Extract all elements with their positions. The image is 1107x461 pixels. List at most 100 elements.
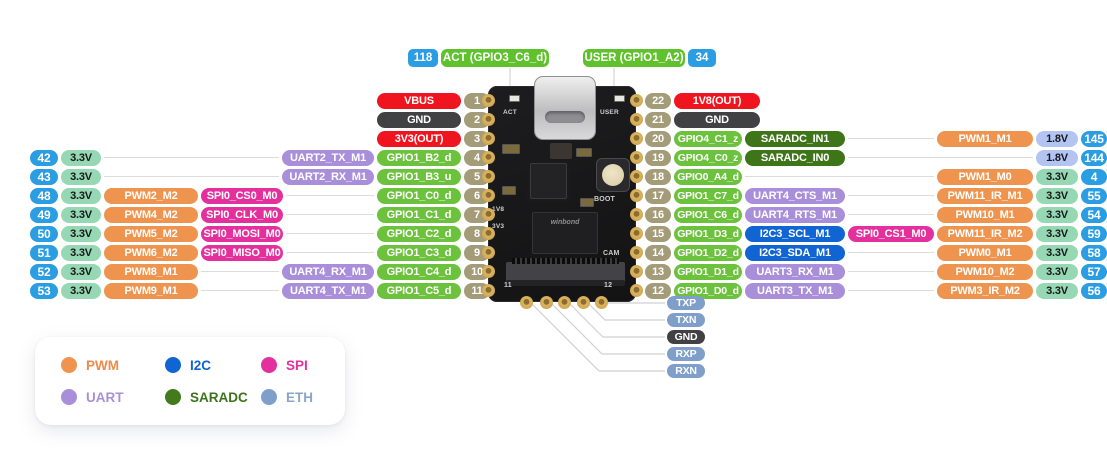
pin-row: 22 1V8(OUT) bbox=[645, 92, 1107, 109]
pin-number-badge: 13 bbox=[645, 263, 671, 280]
eth-badge: RXN bbox=[667, 364, 705, 378]
voltage-badge: 3.3V bbox=[61, 282, 101, 299]
voltage-badge: 3.3V bbox=[61, 187, 101, 204]
board-pad bbox=[629, 226, 643, 240]
pwm-color-dot-icon bbox=[61, 357, 77, 373]
header-pin-badge: 55 bbox=[1081, 187, 1107, 204]
pin-row: 52 3.3V PWM8_M1 UART4_RX_M1 GPIO1_C4_d 1… bbox=[30, 263, 490, 280]
legend-item-saradc: SARADC bbox=[165, 389, 261, 405]
header-pin-badge: 54 bbox=[1081, 206, 1107, 223]
spi-badge: SPI0_MOSI_M0 bbox=[201, 225, 283, 242]
connector-line bbox=[848, 271, 934, 272]
board-pad bbox=[576, 295, 590, 309]
connector-line bbox=[201, 290, 279, 291]
uart-badge: UART3_TX_M1 bbox=[745, 282, 845, 299]
header-pin-badge: 48 bbox=[30, 187, 58, 204]
pin-row: 51 3.3V PWM6_M2 SPI0_MISO_M0 GPIO1_C3_d … bbox=[30, 244, 490, 261]
header-pin-badge: 42 bbox=[30, 149, 58, 166]
header-pin-badge: 43 bbox=[30, 168, 58, 185]
legend-label: I2C bbox=[190, 357, 212, 373]
gpio-badge: GPIO1_C4_d bbox=[377, 263, 461, 280]
spi-color-dot-icon bbox=[261, 357, 277, 373]
gpio-badge: GPIO1_B2_d bbox=[377, 149, 461, 166]
pin-row: 43 3.3V UART2_RX_M1 GPIO1_B3_u 5 bbox=[30, 168, 490, 185]
header-pin-badge: 56 bbox=[1081, 282, 1107, 299]
gpio-badge: GPIO1_D1_d bbox=[674, 263, 742, 280]
voltage-badge: 3.3V bbox=[61, 168, 101, 185]
voltage-badge: 3.3V bbox=[1036, 282, 1078, 299]
cam-silkscreen-label: CAM bbox=[603, 250, 620, 257]
uart-badge: UART4_RX_M1 bbox=[282, 263, 374, 280]
flash-chip: winbond bbox=[532, 212, 598, 254]
power-badge: 3V3(OUT) bbox=[377, 130, 461, 147]
uart-badge: UART2_TX_M1 bbox=[282, 149, 374, 166]
voltage-badge: 3.3V bbox=[1036, 225, 1078, 242]
voltage-badge: 3.3V bbox=[61, 263, 101, 280]
connector-line bbox=[104, 157, 279, 158]
pin-number-badge: 15 bbox=[645, 225, 671, 242]
header-pin-badge: 58 bbox=[1081, 244, 1107, 261]
saradc-color-dot-icon bbox=[165, 389, 181, 405]
pwm-badge: PWM1_M0 bbox=[937, 168, 1033, 185]
voltage-badge: 3.3V bbox=[61, 244, 101, 261]
pin-row: 18 GPIO0_A4_d PWM1_M0 3.3V 4 bbox=[645, 168, 1107, 185]
connector-line bbox=[201, 271, 279, 272]
camera-connector bbox=[506, 258, 625, 286]
pin-row: 17 GPIO1_C7_d UART4_CTS_M1 PWM11_IR_M1 3… bbox=[645, 187, 1107, 204]
gnd-badge: GND bbox=[377, 111, 461, 128]
pin-row: 15 GPIO1_D3_d I2C3_SCL_M1 SPI0_CS1_M0 PW… bbox=[645, 225, 1107, 242]
boot-button[interactable] bbox=[596, 158, 630, 192]
pwm-badge: PWM2_M2 bbox=[104, 187, 198, 204]
eth-color-dot-icon bbox=[261, 389, 277, 405]
legend-item-eth: ETH bbox=[261, 389, 341, 405]
voltage-badge: 1.8V bbox=[1036, 130, 1078, 147]
3v3-silkscreen-label: 3V3 bbox=[492, 223, 505, 230]
legend-label: PWM bbox=[86, 357, 119, 373]
board-pad bbox=[481, 150, 495, 164]
header-pin-badge: 52 bbox=[30, 263, 58, 280]
act-silkscreen-label: ACT bbox=[503, 109, 517, 116]
act-label-badge: ACT (GPIO3_C6_d) bbox=[441, 49, 549, 67]
pwm-badge: PWM5_M2 bbox=[104, 225, 198, 242]
voltage-badge: 3.3V bbox=[1036, 206, 1078, 223]
pin-number-badge: 17 bbox=[645, 187, 671, 204]
gpio-badge: GPIO1_C0_d bbox=[377, 187, 461, 204]
board-pad bbox=[629, 169, 643, 183]
connector-line bbox=[286, 252, 374, 253]
board-pad bbox=[481, 188, 495, 202]
uart-badge: UART2_RX_M1 bbox=[282, 168, 374, 185]
connector-line bbox=[848, 252, 934, 253]
spi-badge: SPI0_MISO_M0 bbox=[201, 244, 283, 261]
pin-number-badge: 18 bbox=[645, 168, 671, 185]
right-pin-rows: 22 1V8(OUT) 21 GND 20 GPIO4_C1_z SARADC_… bbox=[645, 92, 1107, 301]
board-pad bbox=[629, 207, 643, 221]
header-pin-badge: 59 bbox=[1081, 225, 1107, 242]
pwm-badge: PWM9_M1 bbox=[104, 282, 198, 299]
legend-item-spi: SPI bbox=[261, 357, 341, 373]
header-pin-badge: 49 bbox=[30, 206, 58, 223]
saradc-badge: SARADC_IN1 bbox=[745, 130, 845, 147]
i2c-badge: I2C3_SCL_M1 bbox=[745, 225, 845, 242]
pwm-badge: PWM3_IR_M2 bbox=[937, 282, 1033, 299]
left-pin-rows: VBUS 1 GND 2 3V3(OUT) 3 42 3.3V UART2_TX… bbox=[30, 92, 490, 301]
legend-item-i2c: I2C bbox=[165, 357, 261, 373]
pwm-badge: PWM11_IR_M2 bbox=[937, 225, 1033, 242]
boot-silkscreen-label: BOOT bbox=[594, 196, 616, 203]
board-pad bbox=[629, 93, 643, 107]
pin-number-badge: 19 bbox=[645, 149, 671, 166]
voltage-badge: 3.3V bbox=[1036, 263, 1078, 280]
board-pad bbox=[481, 245, 495, 259]
board-pad bbox=[481, 93, 495, 107]
uart-color-dot-icon bbox=[61, 389, 77, 405]
voltage-badge: 3.3V bbox=[61, 206, 101, 223]
header-pin-badge: 145 bbox=[1081, 130, 1107, 147]
pin-number-badge: 14 bbox=[645, 244, 671, 261]
pin-row: GND 2 bbox=[30, 111, 490, 128]
connector-line bbox=[745, 176, 934, 177]
user-silkscreen-label: USER bbox=[600, 109, 619, 116]
board-pad bbox=[481, 207, 495, 221]
connector-line bbox=[848, 138, 934, 139]
legend-label: SPI bbox=[286, 357, 308, 373]
board-pad bbox=[539, 295, 553, 309]
board-pad bbox=[629, 150, 643, 164]
